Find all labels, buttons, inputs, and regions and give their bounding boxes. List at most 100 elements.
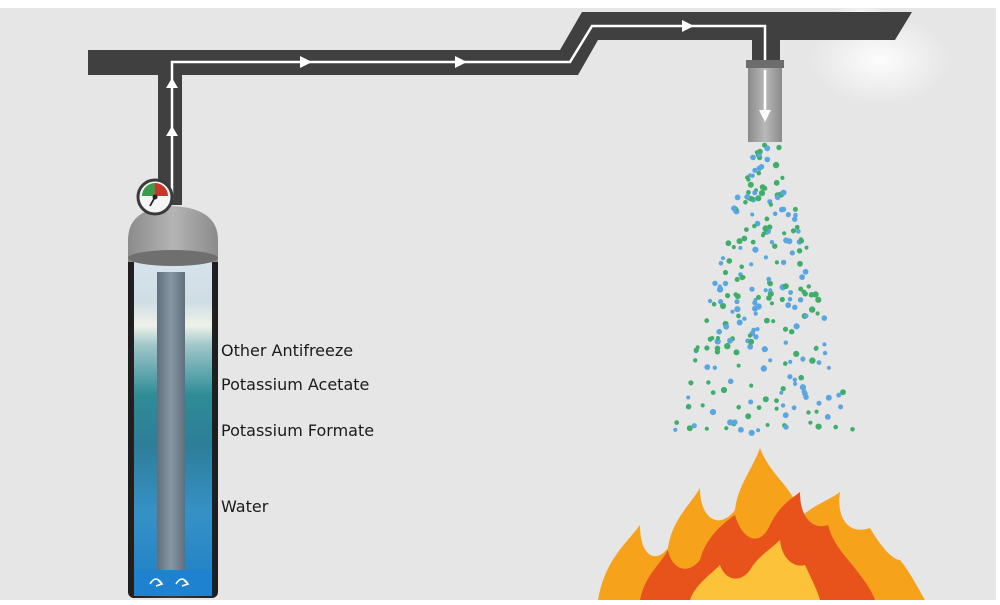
droplet — [733, 292, 738, 297]
droplet — [752, 223, 757, 229]
label-potassium-formate: Potassium Formate — [221, 421, 375, 440]
droplet — [719, 302, 727, 310]
droplet — [833, 424, 838, 430]
droplet — [715, 336, 720, 340]
droplet — [745, 413, 752, 420]
droplet — [752, 167, 758, 173]
droplet — [780, 189, 787, 196]
droplet — [749, 286, 755, 292]
droplet — [758, 190, 766, 197]
droplet — [806, 284, 811, 289]
droplet — [826, 365, 831, 370]
droplet — [720, 386, 728, 394]
droplet — [718, 299, 724, 305]
droplet — [788, 290, 793, 295]
droplet — [779, 296, 785, 303]
droplet — [792, 377, 797, 382]
droplet — [756, 170, 762, 176]
droplet — [772, 211, 778, 217]
droplet — [773, 179, 780, 186]
droplet — [782, 326, 789, 332]
droplet — [816, 360, 822, 365]
droplet — [745, 175, 750, 180]
droplet — [799, 238, 805, 244]
droplet — [691, 423, 697, 429]
droplet — [762, 396, 769, 403]
droplet — [704, 364, 711, 370]
droplet — [783, 361, 788, 366]
droplet — [693, 358, 698, 363]
droplet — [836, 392, 842, 398]
droplet — [822, 350, 828, 356]
droplet — [734, 277, 740, 282]
droplet — [804, 245, 809, 250]
droplet — [793, 381, 798, 386]
droplet — [756, 405, 762, 410]
droplet — [738, 426, 744, 433]
droplet — [799, 384, 807, 391]
droplet — [764, 216, 770, 222]
sprinkler-nozzle-icon — [746, 60, 784, 142]
droplet — [791, 405, 797, 411]
droplet — [736, 404, 741, 410]
droplet — [744, 227, 749, 233]
droplet — [722, 280, 729, 287]
droplet — [800, 356, 806, 362]
droplet — [755, 327, 760, 332]
droplet — [712, 280, 718, 286]
droplet — [761, 231, 766, 236]
droplet — [790, 228, 797, 234]
flow-arrow-icon — [166, 126, 178, 136]
droplet — [774, 406, 779, 411]
droplet — [750, 239, 756, 245]
droplet — [764, 156, 771, 163]
droplet — [809, 357, 816, 364]
droplet — [793, 323, 800, 330]
droplet — [774, 194, 781, 201]
droplet — [752, 246, 759, 253]
flow-arrow-icon — [166, 78, 178, 88]
droplet — [718, 261, 724, 266]
flow-path — [166, 20, 767, 200]
droplet — [753, 334, 759, 340]
droplet — [731, 205, 738, 212]
droplet — [757, 153, 762, 158]
droplet — [840, 389, 846, 396]
flow-arrow-icon — [682, 20, 694, 32]
droplet — [757, 148, 763, 155]
droplet — [752, 190, 758, 196]
droplet — [763, 255, 769, 260]
droplet — [686, 395, 691, 400]
droplet — [792, 216, 798, 222]
droplet — [704, 426, 709, 431]
droplet — [768, 358, 773, 363]
droplet — [753, 311, 758, 316]
droplet — [783, 424, 789, 430]
droplet — [734, 306, 741, 313]
droplet — [771, 319, 776, 324]
droplet — [798, 286, 804, 292]
droplet — [814, 345, 819, 351]
droplet — [736, 363, 741, 368]
droplet — [797, 297, 804, 303]
droplet — [710, 390, 716, 395]
droplet — [760, 365, 767, 372]
droplet — [747, 181, 754, 188]
droplet — [727, 378, 734, 385]
flow-arrow-icon — [759, 110, 771, 122]
droplet — [808, 420, 813, 425]
droplet — [789, 250, 795, 256]
droplet — [785, 212, 791, 218]
droplet — [764, 145, 771, 152]
droplet — [798, 374, 804, 381]
droplet — [787, 296, 793, 302]
droplet — [824, 414, 831, 420]
droplet — [780, 403, 786, 408]
droplet — [704, 318, 710, 324]
droplet — [767, 280, 772, 286]
droplet — [688, 380, 694, 386]
spray-droplets — [673, 142, 855, 436]
droplet — [755, 195, 762, 202]
droplet — [725, 293, 731, 299]
